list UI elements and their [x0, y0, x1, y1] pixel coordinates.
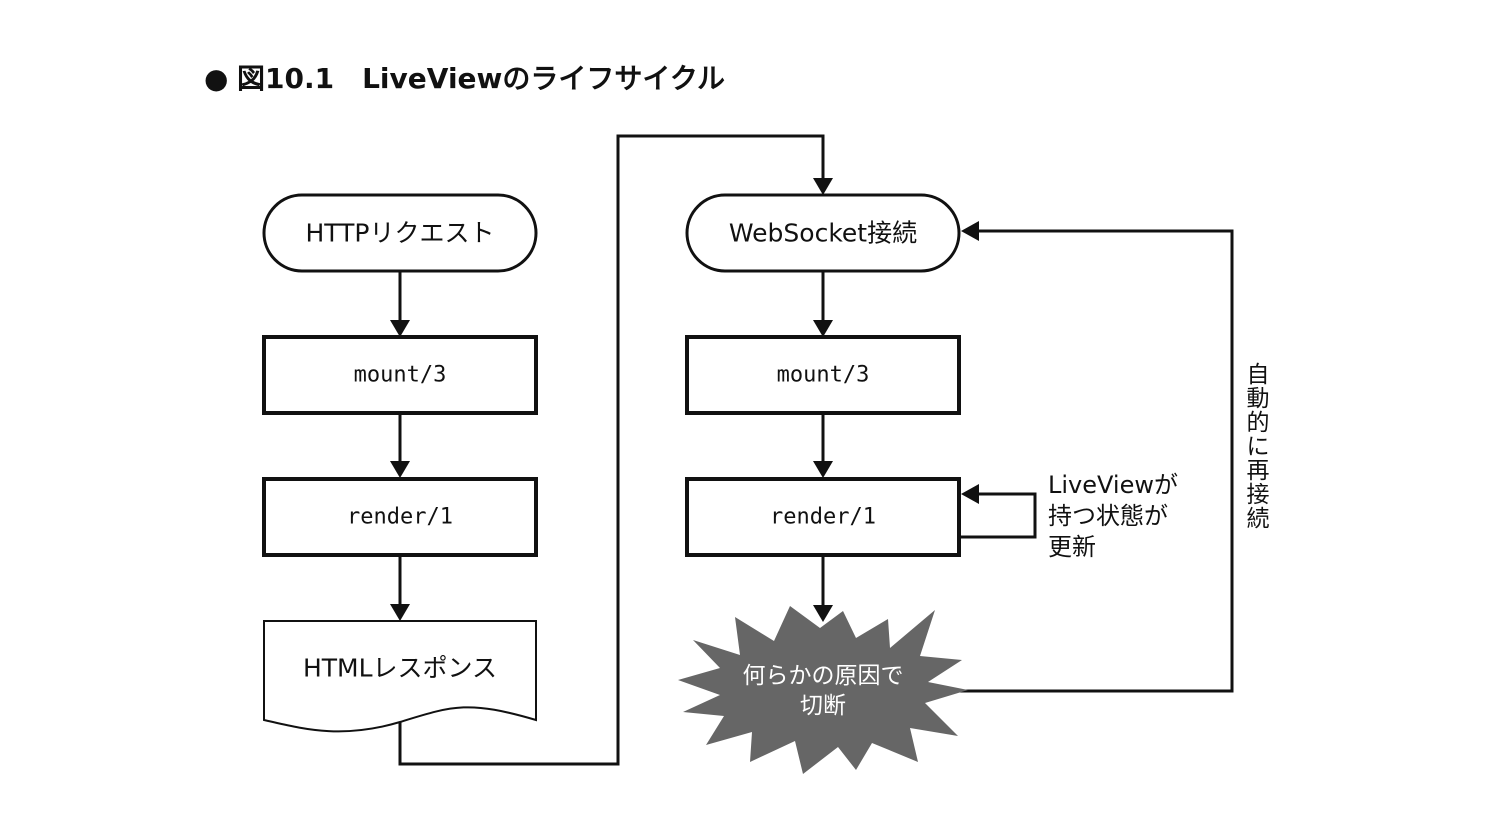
websocket-terminal [685, 193, 961, 273]
arrowhead-render-to-disconnect [813, 605, 833, 622]
websocket-label: WebSocket接続 [729, 219, 917, 248]
figure-bullet: ● [204, 62, 228, 95]
arrowhead-reconnect [961, 221, 979, 241]
arrowhead-to-websocket [813, 178, 833, 195]
arrowhead-mount-to-render-right [813, 461, 833, 478]
disconnect-burst [678, 606, 968, 774]
reconnect-note-char-5: 再 [1247, 458, 1270, 484]
state-update-loop [961, 492, 1037, 539]
arrowhead-render-to-response [390, 604, 410, 621]
reconnect-note-char-4: に [1247, 434, 1270, 460]
reconnect-note-char-7: 続 [1247, 506, 1270, 532]
mount-box-left [262, 335, 538, 415]
render-label-right: render/1 [770, 505, 876, 530]
connector-response-to-websocket [398, 134, 825, 766]
arrowhead-state-update-loop [961, 484, 979, 504]
arrowhead-websocket-to-mount [813, 320, 833, 337]
state-update-note-line1: LiveViewが [1048, 471, 1178, 499]
state-update-note-line2: 持つ状態が [1048, 502, 1168, 530]
http-request-terminal [262, 193, 538, 273]
disconnect-label-line1: 何らかの原因で [743, 663, 904, 689]
render-box-left [262, 477, 538, 557]
http-request-label: HTTPリクエスト [306, 219, 495, 248]
reconnect-note-char-1: 自 [1247, 362, 1270, 388]
disconnect-label-line2: 切断 [800, 693, 846, 719]
html-response-label: HTMLレスポンス [303, 654, 497, 683]
state-update-note-line3: 更新 [1048, 533, 1096, 561]
reconnect-note-char-2: 動 [1247, 386, 1270, 412]
html-response-document [263, 620, 537, 733]
arrowhead-mount-to-render-left [390, 461, 410, 478]
reconnect-loop [958, 229, 1234, 693]
arrowhead-request-to-mount [390, 320, 410, 337]
reconnect-note-char-3: 的 [1247, 410, 1270, 436]
figure-title: 図10.1 LiveViewのライフサイクル [237, 62, 725, 95]
render-box-right [685, 477, 961, 557]
reconnect-note-char-6: 接 [1247, 482, 1270, 508]
mount-label-left: mount/3 [354, 363, 447, 388]
render-label-left: render/1 [347, 505, 453, 530]
mount-label-right: mount/3 [777, 363, 870, 388]
mount-box-right [685, 335, 961, 415]
